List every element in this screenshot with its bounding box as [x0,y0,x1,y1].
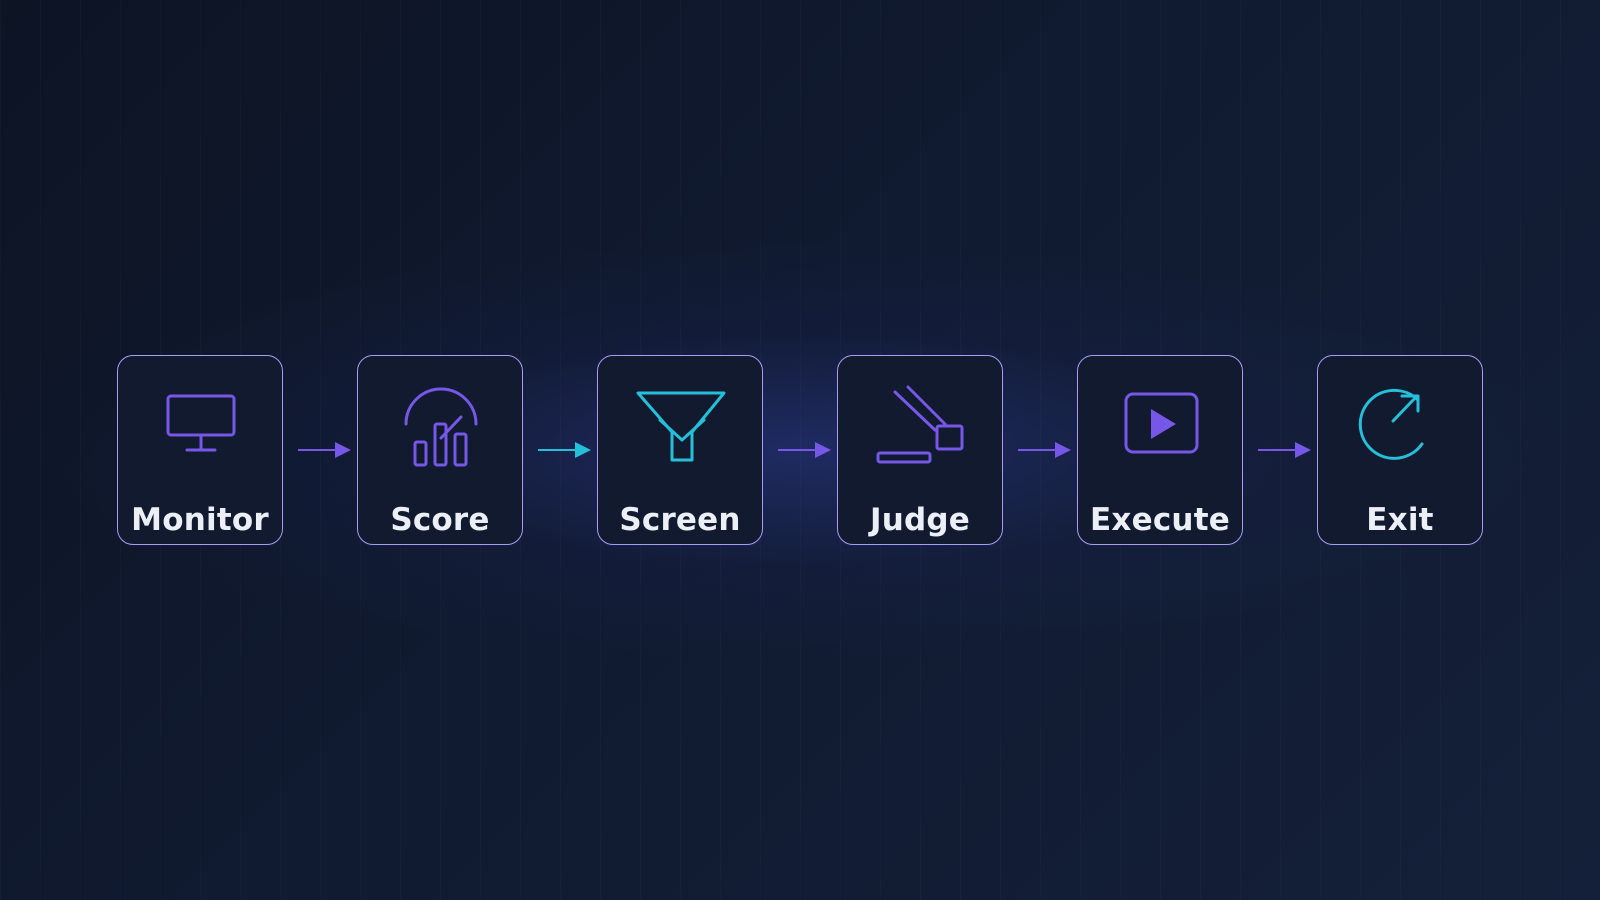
step-exit: Exit [1317,355,1483,545]
flow-arrow [298,442,351,458]
play-button-icon [1124,392,1199,454]
step-label: Monitor [131,502,269,538]
funnel-icon [636,391,726,462]
flow-arrow [1258,442,1311,458]
step-execute: Execute [1077,355,1243,545]
step-label: Judge [869,502,970,538]
step-screen: Screen [597,355,763,545]
step-label: Exit [1366,502,1434,538]
gauge-chart-icon [404,387,478,467]
flow-arrow [778,442,831,458]
step-label: Screen [619,502,741,538]
step-label: Execute [1090,502,1230,538]
gavel-icon [876,385,964,464]
flow-arrow [1018,442,1071,458]
monitor-icon [166,394,236,452]
flow-arrow [538,442,591,458]
step-judge: Judge [837,355,1003,545]
step-monitor: Monitor [117,355,283,545]
step-label: Score [390,502,490,538]
exit-arrow-icon [1358,388,1424,460]
step-score: Score [357,355,523,545]
